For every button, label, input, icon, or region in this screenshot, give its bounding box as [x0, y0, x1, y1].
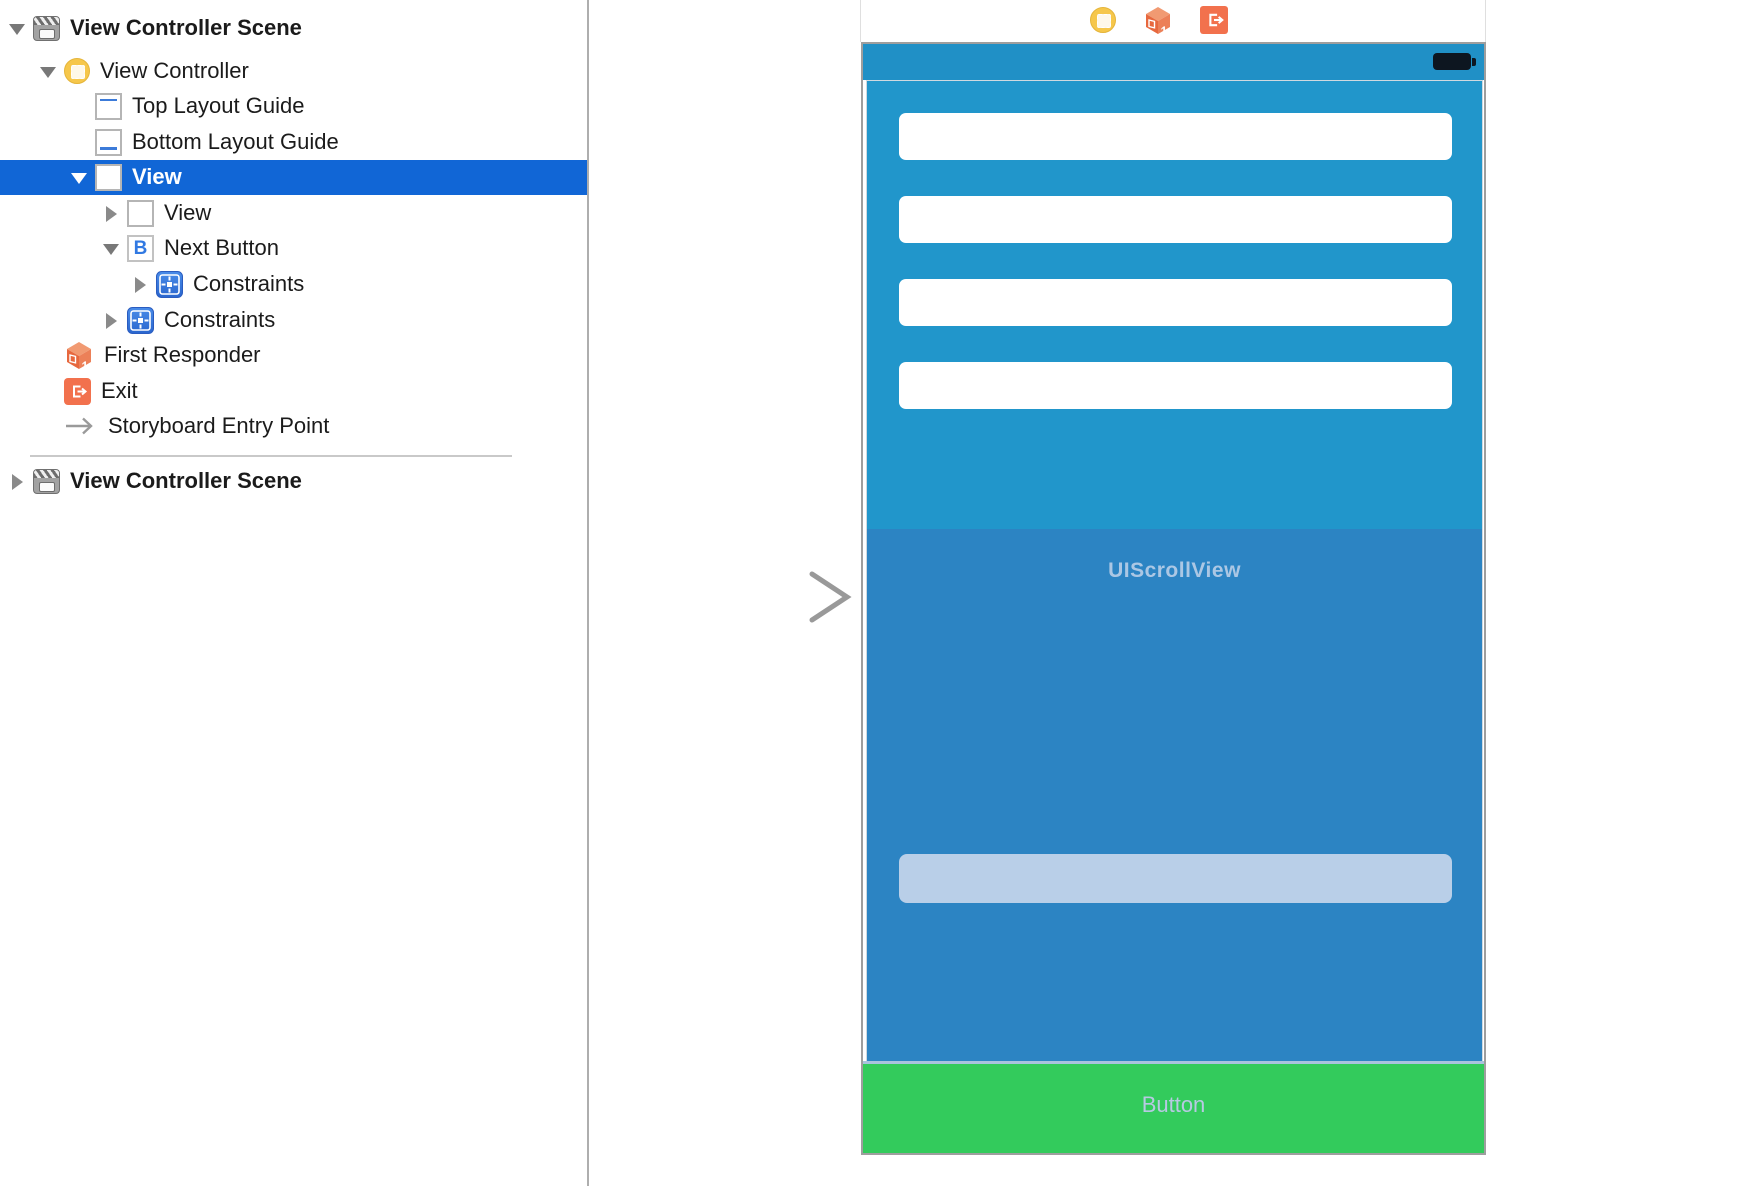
next-button[interactable]: Button	[863, 1061, 1484, 1153]
svg-text:1: 1	[81, 358, 88, 370]
view-icon	[127, 199, 154, 227]
status-bar	[863, 44, 1484, 80]
outline-row-view-controller[interactable]: View Controller	[0, 54, 588, 89]
outline-row-label: View Controller Scene	[70, 468, 302, 493]
disclosure-triangle-down-icon[interactable]	[99, 234, 127, 262]
battery-icon	[1433, 53, 1476, 70]
disclosure-triangle-down-icon[interactable]	[5, 14, 33, 42]
outline-row-label: Constraints	[164, 307, 276, 332]
disclosure-spacer	[67, 128, 95, 156]
outline-row-subview[interactable]: View	[0, 196, 588, 231]
outline-row-view-selected[interactable]: View	[0, 159, 588, 195]
outline-row-label: First Responder	[104, 342, 261, 367]
disclosure-spacer	[36, 412, 64, 440]
root-view[interactable]: UIScrollView	[866, 80, 1483, 1064]
outline-row-exit[interactable]: Exit	[0, 374, 588, 409]
constraints-icon	[156, 270, 183, 298]
outline-row-label: Next Button	[164, 235, 279, 260]
exit-icon	[64, 377, 91, 405]
disclosure-triangle-right-icon[interactable]	[5, 467, 33, 495]
outline-row-top-layout-guide[interactable]: Top Layout Guide	[0, 89, 588, 124]
sidebar-divider[interactable]	[587, 0, 589, 1186]
view-controller-icon	[64, 58, 90, 84]
view-controller-icon[interactable]	[1090, 7, 1116, 33]
outline-row-label: Bottom Layout Guide	[132, 129, 339, 154]
scene-dock: 1	[1090, 3, 1228, 37]
scroll-view[interactable]: UIScrollView	[867, 529, 1482, 1063]
text-field[interactable]	[899, 113, 1452, 160]
outline-row-label: Storyboard Entry Point	[108, 413, 330, 438]
outline-row-label: View Controller	[100, 58, 249, 83]
entry-point-arrow-icon	[64, 415, 98, 437]
scene-dock-edge	[1485, 0, 1486, 42]
bottom-layout-guide-icon	[95, 128, 122, 156]
scene-icon	[33, 468, 60, 494]
disclosure-spacer	[36, 377, 64, 405]
first-responder-icon: 1	[64, 340, 94, 370]
disclosure-spacer	[67, 92, 95, 120]
view-icon	[95, 163, 122, 191]
constraints-icon	[127, 306, 154, 334]
button-icon: B	[127, 234, 154, 262]
view-controller-canvas[interactable]: UIScrollView Button	[861, 42, 1486, 1155]
exit-icon[interactable]	[1200, 6, 1228, 34]
disclosure-triangle-down-icon[interactable]	[36, 57, 64, 85]
outline-row-first-responder[interactable]: 1 First Responder	[0, 338, 588, 373]
outline-row-label: View Controller Scene	[70, 15, 302, 40]
text-field[interactable]	[899, 362, 1452, 409]
outline-row-label: Top Layout Guide	[132, 93, 305, 118]
outline-row-bottom-layout-guide[interactable]: Bottom Layout Guide	[0, 125, 588, 160]
outline-row-label: View	[132, 164, 182, 189]
outline-section-divider	[30, 455, 512, 457]
disclosure-spacer	[36, 341, 64, 369]
outline-row-view-controller-scene-2[interactable]: View Controller Scene	[0, 464, 588, 499]
first-responder-icon[interactable]: 1	[1143, 5, 1173, 35]
disclosure-triangle-right-icon[interactable]	[99, 306, 127, 334]
outline-row-label: Exit	[101, 378, 138, 403]
outline-row-label: View	[164, 200, 212, 225]
text-field[interactable]	[899, 196, 1452, 243]
top-layout-guide-icon	[95, 92, 122, 120]
outline-row-storyboard-entry-point[interactable]: Storyboard Entry Point	[0, 409, 588, 444]
outline-row-label: Constraints	[193, 271, 305, 296]
outline-row-next-button[interactable]: B Next Button	[0, 231, 588, 266]
storyboard-entry-arrow[interactable]	[694, 569, 864, 627]
placeholder-bar[interactable]	[899, 854, 1452, 903]
document-outline: View Controller Scene View Controller To…	[0, 0, 588, 1186]
scene-dock-edge	[860, 0, 861, 42]
svg-text:1: 1	[1160, 23, 1167, 35]
scene-icon	[33, 15, 60, 41]
scrollview-label: UIScrollView	[1108, 559, 1241, 582]
disclosure-triangle-right-icon[interactable]	[99, 199, 127, 227]
text-field[interactable]	[899, 279, 1452, 326]
disclosure-triangle-right-icon[interactable]	[128, 270, 156, 298]
outline-row-view-controller-scene[interactable]: View Controller Scene	[0, 11, 588, 46]
disclosure-triangle-down-icon[interactable]	[67, 163, 95, 191]
outline-row-constraints-view[interactable]: Constraints	[0, 303, 588, 338]
next-button-label: Button	[1141, 1092, 1206, 1117]
outline-row-constraints-button[interactable]: Constraints	[0, 267, 588, 302]
